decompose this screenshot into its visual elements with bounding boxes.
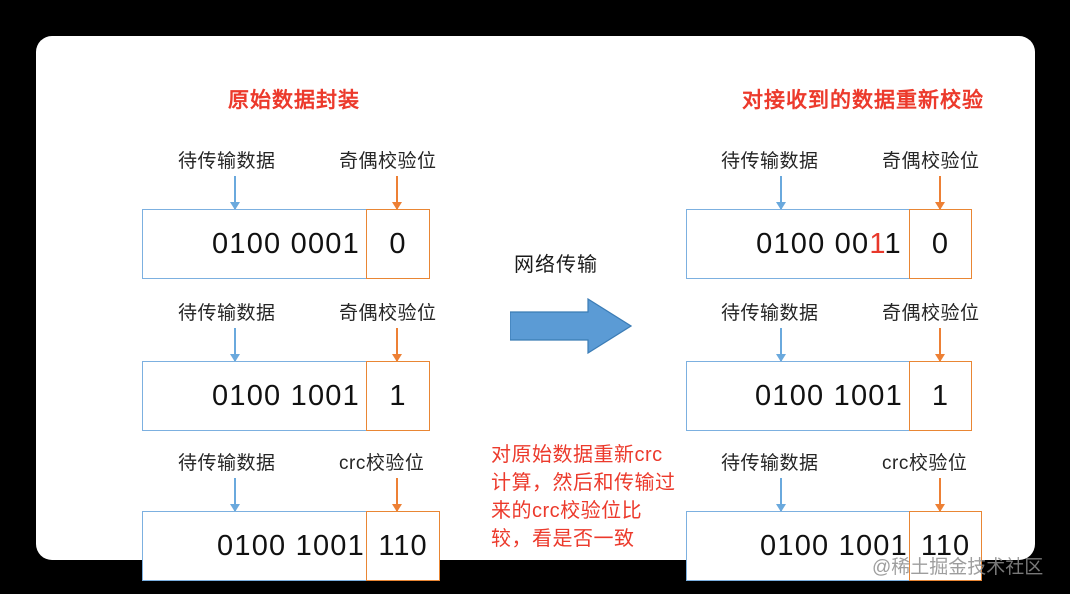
left-row-1-check-label: 奇偶校验位 <box>339 151 437 172</box>
right-frame-3-check-cell: 110 <box>909 511 982 581</box>
right-row-3-check-label: crc校验位 <box>882 453 968 474</box>
right-frame-2-check-cell: 1 <box>909 361 972 431</box>
left-frame-1-bits: 0100 0001 <box>212 227 360 260</box>
right-frame-3-bits: 0100 1001 <box>760 529 908 562</box>
left-column-title: 原始数据封装 <box>228 89 360 112</box>
left-row-2-check-connector-arrow-icon <box>392 328 402 362</box>
right-frame-1-bits: 0100 0011 <box>756 227 902 260</box>
right-row-3-check-connector-arrow-icon <box>935 478 945 512</box>
right-frame-1-check-value: 0 <box>931 227 950 260</box>
right-frame-2-bits: 0100 1001 <box>755 379 903 412</box>
right-row-1-check-connector-arrow-icon <box>935 176 945 210</box>
left-row-1-check-connector-arrow-icon <box>392 176 402 210</box>
right-frame-1: 0100 0011 0 <box>686 209 972 279</box>
right-row-1-data-connector-arrow-icon <box>776 176 786 210</box>
right-row-3-data-label: 待传输数据 <box>721 453 819 474</box>
left-frame-1: 0100 0001 0 <box>142 209 430 279</box>
left-row-2-data-label: 待传输数据 <box>178 303 276 324</box>
network-transmission-arrow-icon <box>510 298 632 354</box>
right-row-1-check-label: 奇偶校验位 <box>882 151 980 172</box>
left-row-2-data-connector-arrow-icon <box>230 328 240 362</box>
right-frame-3: 0100 1001 110 <box>686 511 982 581</box>
left-row-3-check-label: crc校验位 <box>339 453 425 474</box>
left-frame-3: 0100 1001 110 <box>142 511 440 581</box>
right-frame-3-check-value: 110 <box>920 529 971 562</box>
right-row-1-data-label: 待传输数据 <box>721 151 819 172</box>
left-row-3-check-connector-arrow-icon <box>392 478 402 512</box>
slide-panel: 原始数据封装 待传输数据 奇偶校验位 0100 0001 0 待传输数据 奇偶校… <box>36 36 1035 581</box>
left-frame-3-check-cell: 110 <box>366 511 440 581</box>
right-column-title: 对接收到的数据重新校验 <box>742 89 984 112</box>
left-frame-2-bits: 0100 1001 <box>212 379 360 412</box>
left-frame-3-bits: 0100 1001 <box>217 529 365 562</box>
left-frame-2-check-cell: 1 <box>366 361 430 431</box>
left-row-2-check-label: 奇偶校验位 <box>339 303 437 324</box>
left-frame-2: 0100 1001 1 <box>142 361 430 431</box>
left-frame-1-check-cell: 0 <box>366 209 430 279</box>
right-row-2-check-label: 奇偶校验位 <box>882 303 980 324</box>
left-row-3-data-label: 待传输数据 <box>178 453 276 474</box>
left-row-1-data-connector-arrow-icon <box>230 176 240 210</box>
right-row-3-data-connector-arrow-icon <box>776 478 786 512</box>
right-frame-2: 0100 1001 1 <box>686 361 972 431</box>
watermark: @稀土掘金技术社区 <box>872 557 1044 578</box>
left-row-1-data-label: 待传输数据 <box>178 151 276 172</box>
left-row-3-data-connector-arrow-icon <box>230 478 240 512</box>
right-row-2-data-label: 待传输数据 <box>721 303 819 324</box>
right-frame-2-check-value: 1 <box>931 379 950 412</box>
transmission-label: 网络传输 <box>514 254 598 276</box>
right-row-2-data-connector-arrow-icon <box>776 328 786 362</box>
left-frame-2-check-value: 1 <box>389 379 407 412</box>
crc-recompute-note: 对原始数据重新crc计算，然后和传输过来的crc校验位比较，看是否一致 <box>491 444 676 550</box>
right-frame-1-check-cell: 0 <box>909 209 972 279</box>
right-row-2-check-connector-arrow-icon <box>935 328 945 362</box>
left-frame-3-check-value: 110 <box>378 529 428 562</box>
left-frame-1-check-value: 0 <box>389 227 407 260</box>
